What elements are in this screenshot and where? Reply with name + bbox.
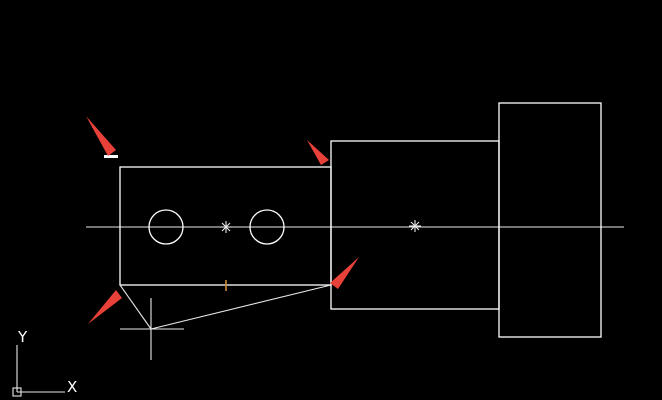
arrow-icon <box>330 257 359 289</box>
right-rectangle[interactable] <box>498 102 602 338</box>
center-marker-middle <box>409 220 421 232</box>
ucs-y-label: Y <box>17 328 28 346</box>
grip-marker <box>104 155 118 158</box>
arrow-icon <box>88 290 122 324</box>
ucs-icon: Y X <box>12 328 77 397</box>
arrow-icon <box>86 116 116 156</box>
left-circle[interactable] <box>148 209 184 245</box>
arrow-icon <box>307 140 329 165</box>
rubber-band-line-left <box>119 284 152 330</box>
right-circle[interactable] <box>249 209 285 245</box>
center-marker-left <box>220 221 232 233</box>
rubber-band-line-right <box>150 284 332 330</box>
ucs-x-label: X <box>67 378 77 396</box>
crosshair-cursor <box>120 298 184 360</box>
